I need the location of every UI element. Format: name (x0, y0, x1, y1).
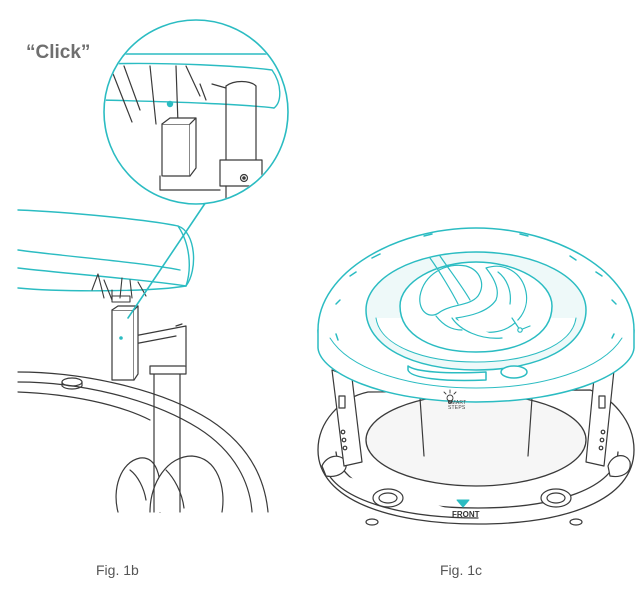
brand-logo-icon (443, 389, 457, 404)
click-callout: “Click” (26, 42, 91, 63)
brand-line-1: SMART (448, 400, 467, 406)
brand-line-2: STEPS (448, 405, 466, 411)
front-arrow-icon (456, 499, 470, 508)
walker-tray (317, 227, 635, 403)
zoom-leader-line (127, 195, 211, 319)
front-label: FRONT (452, 510, 480, 519)
base-foot (115, 455, 224, 513)
zoom-circle (103, 19, 289, 205)
walker-legs (331, 369, 615, 467)
figure-caption-1c: Fig. 1c (440, 562, 483, 578)
leg-tube (133, 323, 187, 513)
fig-1c-walker (317, 227, 635, 526)
walker-wheels (321, 455, 631, 526)
fig-1b-drawing (17, 19, 289, 513)
walker-seat (419, 255, 531, 339)
brand-logo-text: SMART STEPS (448, 401, 466, 411)
tray-edge (17, 209, 195, 292)
base-ring (17, 371, 269, 513)
connector-peg (111, 305, 139, 381)
figure-caption-1b: Fig. 1b (96, 562, 139, 578)
